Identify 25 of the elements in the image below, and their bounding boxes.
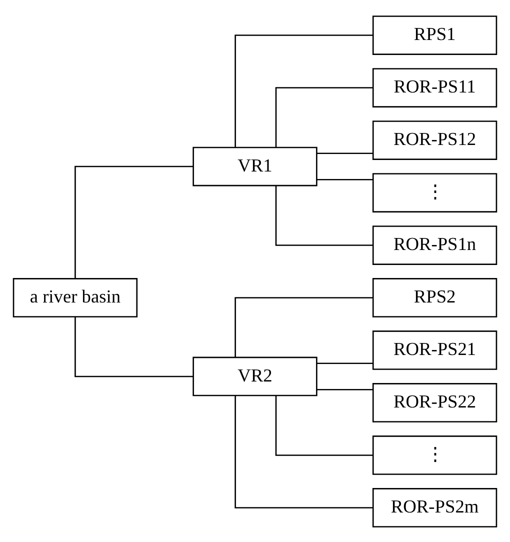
node-box: ROR-PS21 (372, 330, 498, 370)
connector (316, 152, 373, 154)
node-box: ROR-PS11 (372, 68, 498, 107)
connector (316, 362, 373, 364)
node-box: a river basin (12, 278, 138, 317)
node-box: ROR-PS2m (372, 488, 498, 527)
connector (234, 395, 373, 508)
node-box: VR1 (192, 146, 318, 186)
connector (316, 388, 373, 390)
connector (234, 296, 373, 357)
connector (275, 185, 373, 246)
connector (316, 178, 373, 180)
connector (275, 86, 373, 147)
connector (275, 395, 373, 456)
connector (234, 34, 373, 147)
node-box: RPS2 (372, 278, 498, 317)
node-box: VR2 (192, 356, 318, 396)
node-box: ROR-PS22 (372, 382, 498, 422)
node-box: ⋮ (372, 435, 498, 474)
connector (74, 316, 194, 377)
node-box: ROR-PS12 (372, 120, 498, 160)
node-box: ⋮ (372, 172, 498, 212)
node-box: ROR-PS1n (372, 225, 498, 264)
connector (74, 165, 194, 278)
node-box: RPS1 (372, 15, 498, 54)
